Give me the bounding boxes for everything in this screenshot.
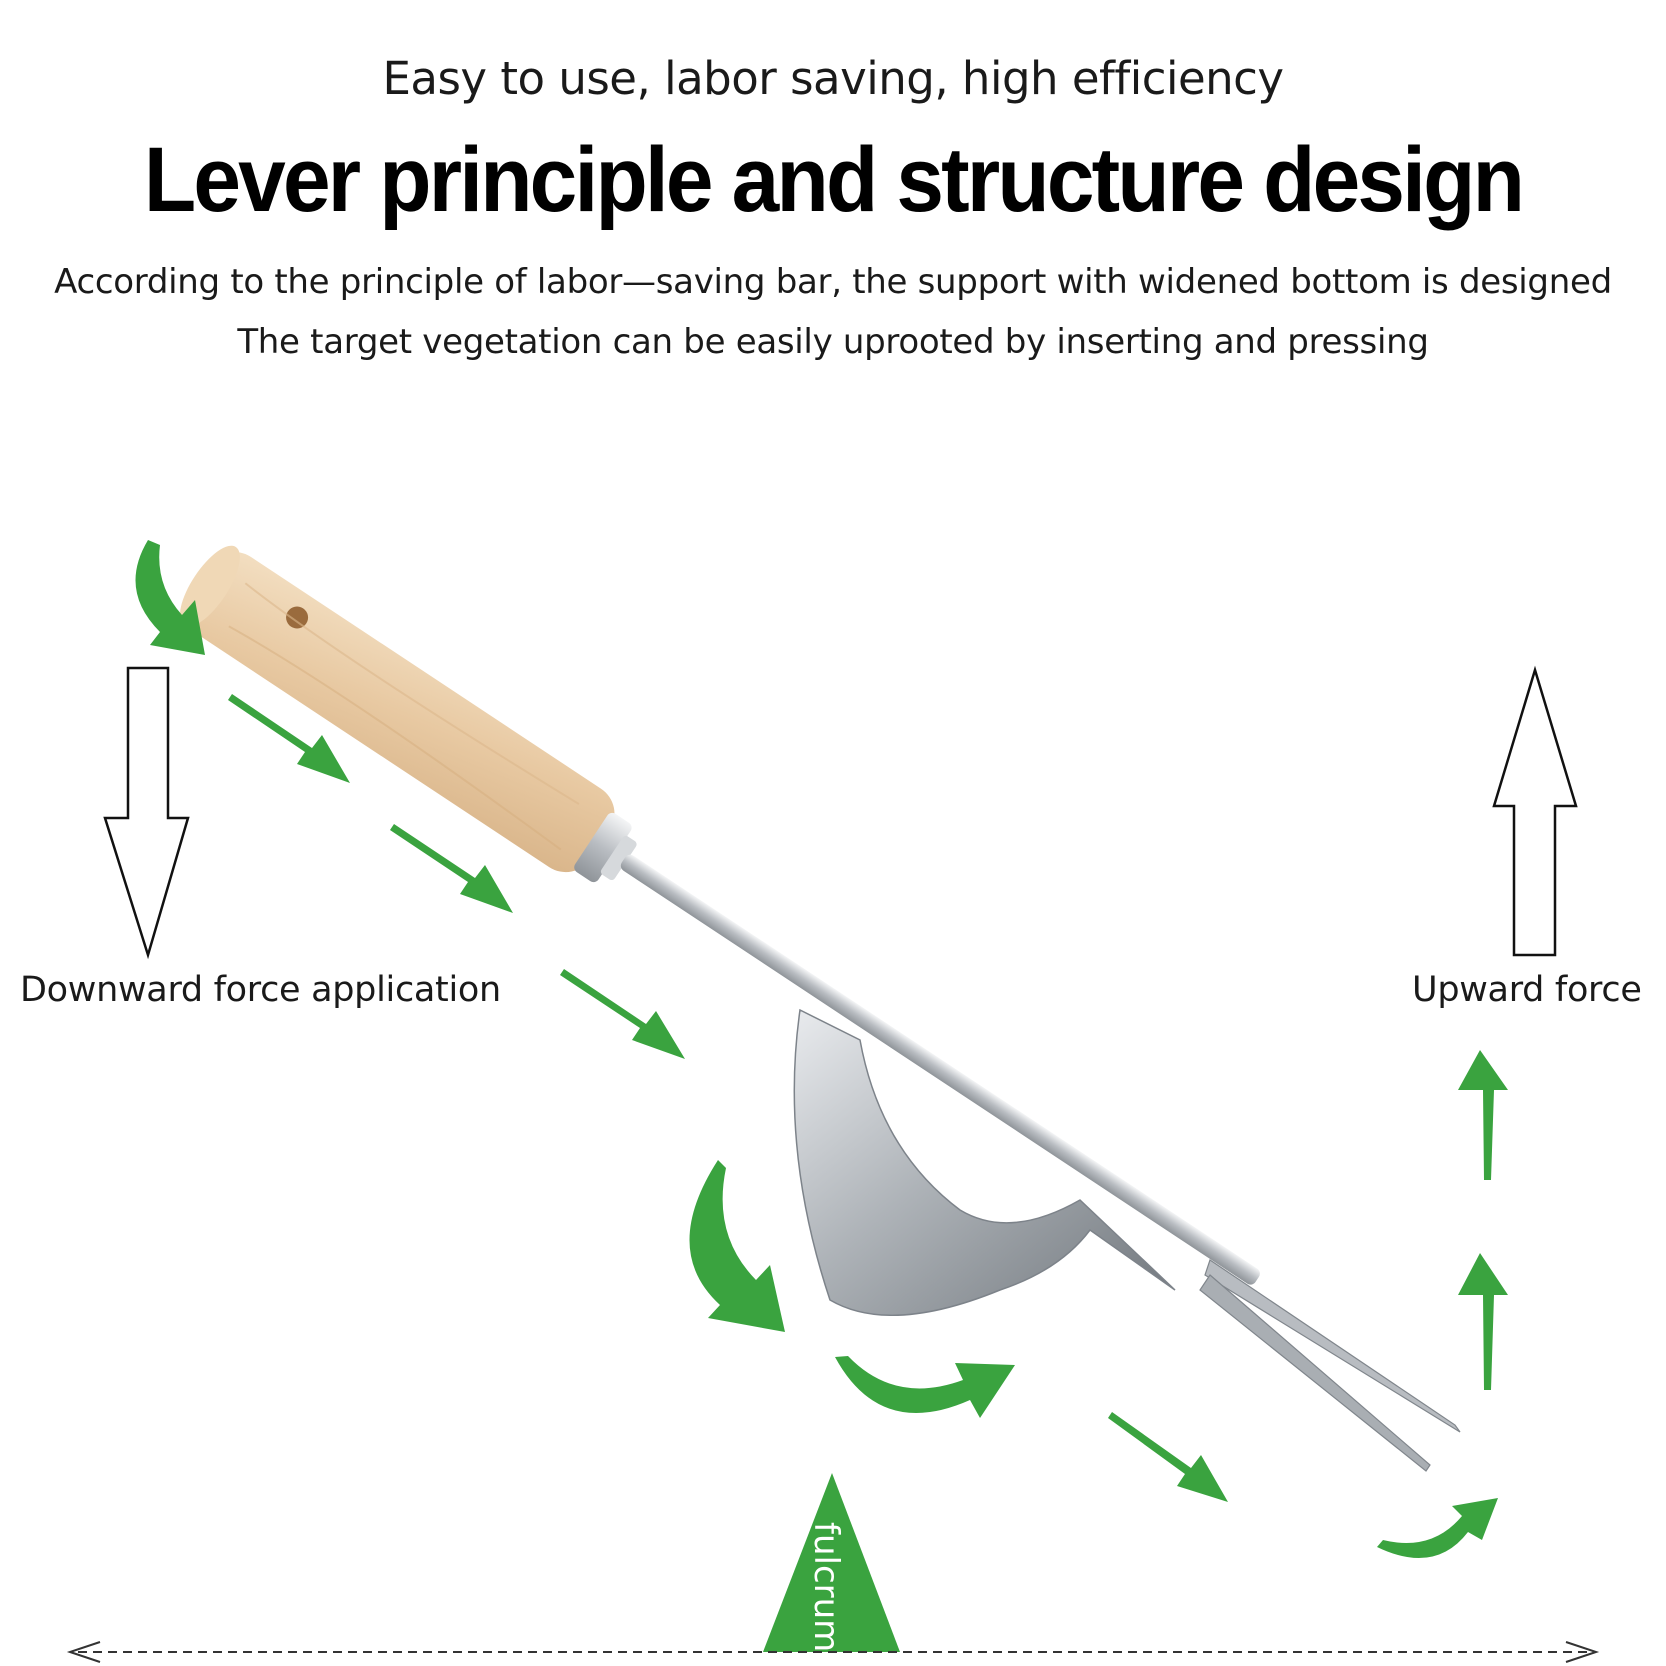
downward-force-label: Downward force application <box>20 970 501 1010</box>
curved-arrow-icon-4 <box>1377 1498 1498 1559</box>
ground-line <box>66 1641 1600 1663</box>
description-line-1: According to the principle of labor—savi… <box>54 262 1612 302</box>
diagonal-arrow-icon-2 <box>390 824 513 913</box>
diagonal-arrow-icon-3 <box>560 969 685 1059</box>
tool-fork-tines <box>1199 1259 1461 1472</box>
downward-force-arrow-icon <box>103 666 190 960</box>
fulcrum-label: fulcrum <box>806 1522 846 1652</box>
green-arrows <box>135 540 1508 1652</box>
tool-handle <box>179 545 637 883</box>
tool-shaft <box>620 854 1260 1285</box>
upward-force-arrow-icon <box>1492 665 1578 957</box>
diagonal-arrow-icon-4 <box>1108 1412 1228 1502</box>
up-arrow-icon-1 <box>1458 1050 1508 1180</box>
diagonal-arrow-icon-1 <box>228 694 350 783</box>
upward-force-label: Upward force <box>1412 970 1642 1010</box>
fulcrum-triangle-icon <box>763 1473 900 1652</box>
tagline: Easy to use, labor saving, high efficien… <box>382 52 1284 105</box>
tool-fulcrum-blade <box>793 1008 1176 1317</box>
curved-arrow-icon-2 <box>689 1160 785 1332</box>
curved-arrow-icon-3 <box>835 1356 1015 1418</box>
up-arrow-icon-2 <box>1458 1253 1508 1390</box>
description-line-2: The target vegetation can be easily upro… <box>237 322 1429 362</box>
curved-arrow-icon-1 <box>135 540 205 655</box>
page-title: Lever principle and structure design <box>143 129 1525 231</box>
